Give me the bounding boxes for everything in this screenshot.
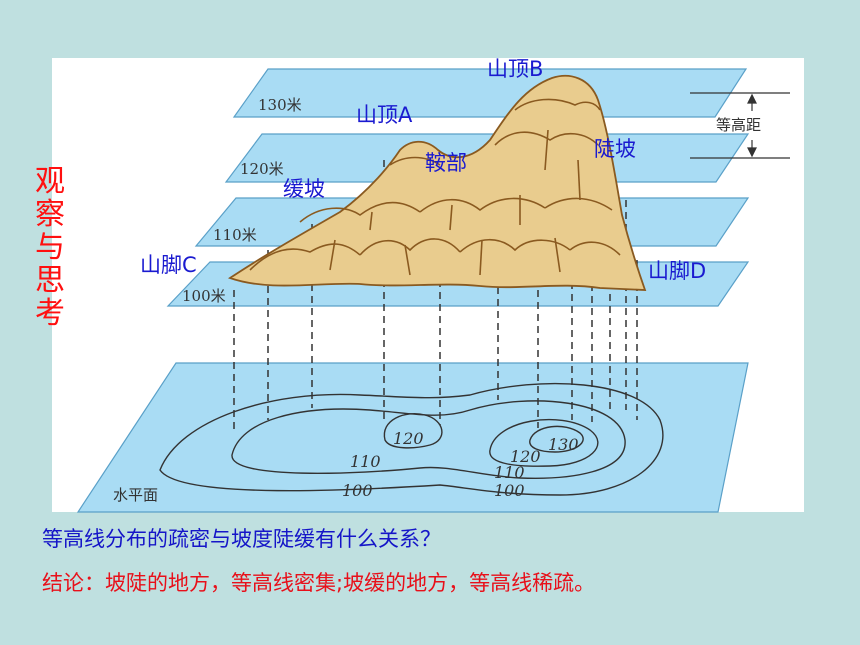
label-peak-a: 山顶A: [356, 103, 413, 127]
question-text: 等高线分布的疏密与坡度陡缓有什么关系？: [42, 527, 441, 551]
side-title: 观 察 与 思 考: [30, 165, 70, 330]
label-gentle-slope: 缓坡: [283, 177, 325, 201]
contour-interval-label: 等高距: [716, 116, 761, 134]
contour-value-120-b: 120: [510, 447, 541, 466]
contour-lines: [159, 382, 664, 496]
plane-label-100: 100米: [182, 287, 226, 305]
side-title-char: 思: [35, 263, 65, 298]
label-steep-slope: 陡坡: [594, 137, 636, 161]
plane-130: [232, 68, 748, 118]
mountain-texture: [249, 98, 621, 276]
plane-label-130: 130米: [258, 96, 302, 114]
plane-label-110: 110米: [213, 226, 257, 244]
side-title-char: 察: [35, 197, 65, 232]
contour-value-100-a: 100: [342, 481, 373, 500]
contour-value-120-a: 120: [393, 429, 424, 448]
contour-value-110-a: 110: [350, 452, 381, 471]
label-peak-b: 山顶B: [487, 57, 543, 81]
base-plane-label: 水平面: [113, 486, 158, 504]
contour-value-110-b: 110: [494, 463, 525, 482]
mountain: [227, 74, 647, 291]
contour-value-130: 130: [548, 435, 579, 454]
side-title-char: 考: [35, 296, 65, 331]
interval-bracket: [690, 92, 790, 159]
side-title-char: 观: [35, 164, 65, 199]
plane-label-120: 120米: [240, 160, 284, 178]
label-foot-c: 山脚C: [140, 253, 197, 277]
conclusion-text: 结论：坡陡的地方，等高线密集;坡缓的地方，等高线稀疏。: [42, 571, 596, 595]
side-title-char: 与: [35, 230, 65, 265]
label-foot-d: 山脚D: [648, 259, 706, 283]
label-saddle: 鞍部: [425, 151, 467, 175]
contour-value-100-b: 100: [494, 481, 525, 500]
